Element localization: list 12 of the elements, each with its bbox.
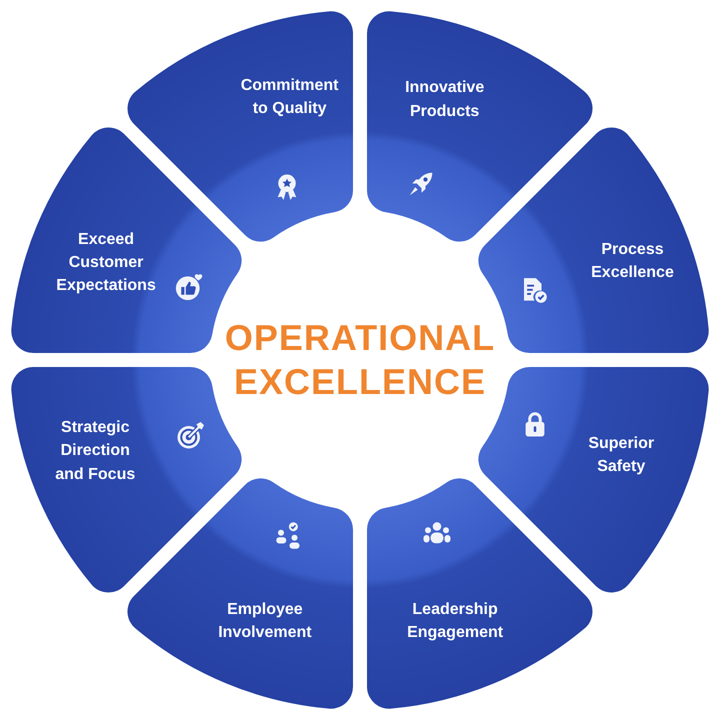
segment-label: Innovative Products: [404, 78, 486, 122]
ring-segment: [367, 11, 593, 242]
segment-label: Commitment to Quality: [240, 76, 340, 120]
center-title: OPERATIONAL EXCELLENCE: [224, 316, 496, 404]
segment-label: Superior Safety: [587, 434, 656, 478]
ring-segment: [367, 478, 593, 709]
segment-label: Employee Involvement: [217, 600, 313, 644]
segment-label: Process Excellence: [590, 240, 675, 283]
segment-label: Leadership Engagement: [406, 600, 504, 644]
segment-label: Exceed Customer Expectations: [55, 230, 157, 296]
ring-segment: [127, 478, 353, 709]
segment-label: Strategic Direction and Focus: [54, 418, 136, 485]
